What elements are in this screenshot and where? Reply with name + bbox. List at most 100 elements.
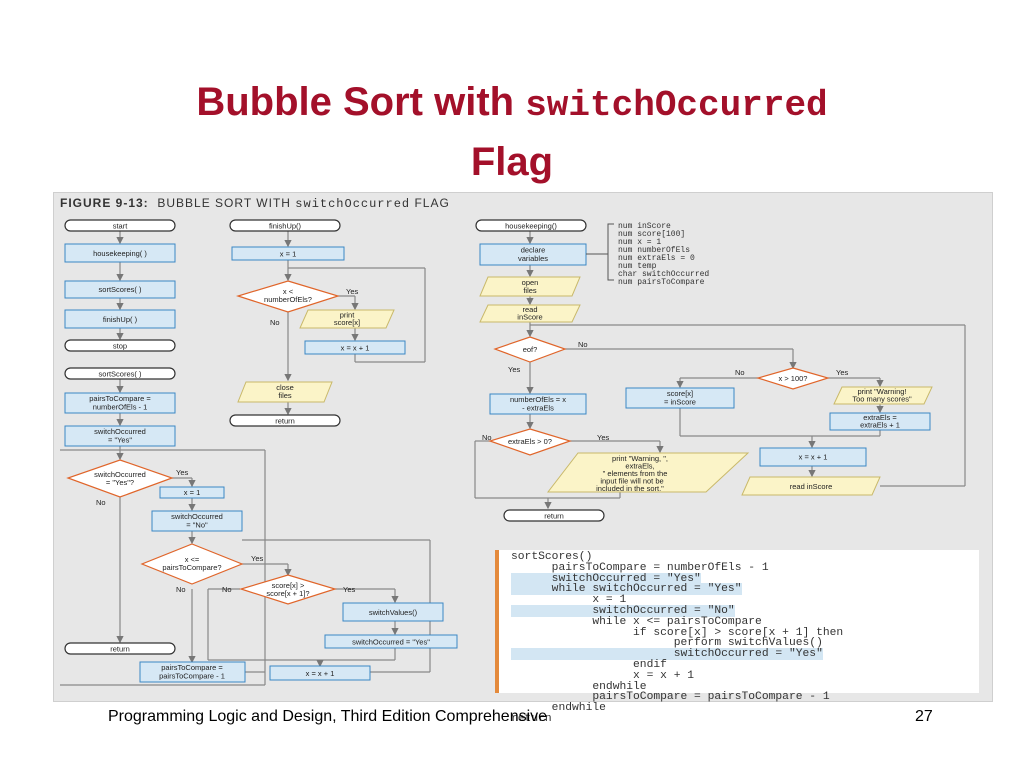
terminator-house-entry [475, 219, 587, 232]
decision-eof [493, 336, 567, 363]
score-assign-l2: = inScore [664, 398, 696, 407]
figure-label: FIGURE 9-13: [60, 196, 149, 210]
eof-label-yes: Yes [508, 365, 520, 374]
finish-label-no: No [270, 318, 280, 327]
code-line: x = 1 [511, 594, 627, 607]
code-line: endif [511, 658, 667, 671]
label-no-3: No [222, 585, 232, 594]
code-line: x = x + 1 [511, 669, 695, 682]
switch-yes-l2: = "Yes" [108, 436, 132, 445]
decision-compare [238, 574, 338, 605]
warn-l5: included in the sort." [596, 484, 664, 493]
declaration-line: num numberOfEls [618, 246, 691, 255]
declare-l1: declare [521, 246, 546, 255]
code-line: endwhile [511, 680, 647, 693]
process-sortScores [64, 280, 176, 299]
terminator-house-return [503, 509, 605, 522]
pseudocode-text: sortScores() pairsToCompare = numberOfEl… [499, 550, 979, 725]
process-numEls [489, 393, 587, 415]
decision-switch-l1: switchOccurred [94, 470, 146, 479]
switch-no-l1: switchOccurred [171, 512, 223, 521]
terminator-sort-entry [64, 367, 176, 380]
code-line: sortScores() [511, 551, 593, 563]
terminator-sort-return [64, 642, 176, 655]
switch-set-label: switchOccurred = "Yes" [352, 638, 430, 647]
decision-compare-l2: score[x + 1]? [266, 589, 309, 598]
code-line: switchOccurred = "Yes" [511, 572, 701, 585]
print-score-l1: print [340, 311, 356, 320]
decision-compare-l1: score[x] > [272, 581, 305, 590]
figure-caption-end: FLAG [414, 196, 450, 210]
process-x-inc [269, 665, 371, 681]
decision-extra [488, 428, 572, 456]
close-files-l1: close [276, 383, 294, 392]
sort-return-label: return [110, 645, 130, 654]
process-switch-yes [64, 425, 176, 447]
terminator-stop [64, 339, 176, 352]
figure-caption-text: BUBBLE SORT WITH [157, 196, 291, 210]
finishUp-label: finishUp( ) [103, 315, 138, 324]
declaration-line: num temp [618, 262, 657, 271]
code-line: switchOccurred = "Yes" [511, 648, 823, 661]
process-switch-no [151, 510, 243, 532]
house-x-inc-label: x = x + 1 [799, 453, 828, 462]
label-yes-2: Yes [251, 554, 263, 563]
decision-loop-l1: x <= [185, 555, 200, 564]
numEls-l1: numberOfEls = x [510, 395, 566, 404]
process-finish-x-inc [304, 340, 406, 355]
eof-label-no: No [578, 340, 588, 349]
code-line: endwhile [511, 702, 606, 715]
finish-flow: finishUp() x = 1 x < numberOfEls? Yes No… [229, 219, 406, 427]
housekeeping-label: housekeeping( ) [93, 249, 147, 258]
io-close-files [237, 381, 333, 403]
label-no-1: No [96, 498, 106, 507]
declare-l2: variables [518, 254, 548, 263]
decision-switch-l2: = "Yes"? [106, 478, 134, 487]
io-read-score [741, 476, 881, 496]
title-code: switchOccurred [525, 85, 828, 126]
process-switch-values [342, 602, 444, 622]
io-print-score [299, 309, 395, 329]
score-assign-l1: score[x] [667, 389, 693, 398]
process-house-x-inc [759, 447, 867, 467]
declaration-line: num score[100] [618, 230, 686, 239]
decision-loop [140, 543, 244, 585]
eof-label: eof? [523, 345, 538, 354]
x100-label-no: No [735, 368, 745, 377]
extra-label-no: No [482, 433, 492, 442]
terminator-finish-return [229, 414, 341, 427]
pairs-assign-l1: pairsToCompare = [89, 394, 151, 403]
process-switch-set [324, 634, 458, 649]
declaration-line: num x = 1 [618, 238, 662, 247]
pairs-dec-l1: pairsToCompare = [161, 663, 223, 672]
label-no-2: No [176, 585, 186, 594]
pairs-assign-l2: numberOfEls - 1 [93, 403, 148, 412]
warn-l3: " elements from the [603, 469, 668, 478]
io-open-files [479, 276, 581, 297]
decision-finish-l1: x < [283, 287, 294, 296]
process-x-eq-1 [159, 486, 225, 499]
title-text: Bubble Sort with [196, 80, 526, 124]
finish-return-label: return [275, 417, 295, 426]
declaration-line: num extraEls = 0 [618, 254, 695, 263]
process-pairs-dec [139, 661, 246, 683]
code-line: switchOccurred = "No" [511, 604, 735, 617]
io-too-many [833, 386, 933, 405]
decision-finish-l2: numberOfEls? [264, 295, 312, 304]
switch-values-label: switchValues() [369, 608, 418, 617]
process-pairs-assign [64, 392, 176, 414]
process-finishUp [64, 309, 176, 329]
close-files-l2: files [278, 391, 292, 400]
sort-flow: sortScores( ) pairsToCompare = numberOfE… [64, 367, 458, 683]
decision-switch [66, 459, 174, 498]
page-number: 27 [915, 708, 933, 725]
extra-dec-label: extraEls > 0? [508, 437, 552, 446]
decision-loop-l2: pairsToCompare? [162, 563, 221, 572]
figure-caption-code: switchOccurred [295, 197, 411, 211]
main-flow: start housekeeping( ) sortScores( ) fini… [64, 219, 176, 352]
terminator-finish-entry [229, 219, 341, 232]
stop-label: stop [113, 342, 127, 351]
slide-footer: Programming Logic and Design, Third Edit… [108, 708, 548, 725]
